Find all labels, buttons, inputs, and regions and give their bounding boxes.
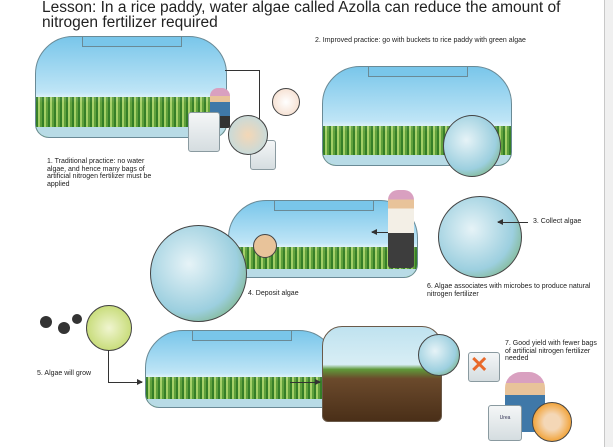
farmer-portrait-circle bbox=[532, 402, 572, 442]
connector-line bbox=[259, 70, 260, 140]
collect-algae-circle bbox=[438, 196, 522, 278]
algae-closeup-circle bbox=[443, 115, 501, 177]
lesson-title: Lesson: In a rice paddy, water algae cal… bbox=[42, 0, 561, 31]
step-2-caption: 2. Improved practice: go with buckets to… bbox=[315, 37, 526, 44]
step-4-caption: 4. Deposit algae bbox=[248, 290, 299, 297]
microbe-icon bbox=[58, 322, 70, 334]
step-1-caption: 1. Traditional practice: no water algae,… bbox=[47, 158, 152, 188]
deposit-algae-circle bbox=[150, 225, 247, 322]
arrow-left bbox=[371, 229, 402, 235]
microbe-icon bbox=[72, 314, 82, 324]
step-7-caption: 7. Good yield with fewer bags of artific… bbox=[505, 340, 597, 362]
fertilizer-worry-icon bbox=[272, 88, 300, 116]
farmer-closeup-circle bbox=[228, 115, 268, 155]
urea-bag-label: Urea bbox=[499, 415, 511, 421]
step-6-caption: 6. Algae associates with microbes to pro… bbox=[427, 283, 591, 298]
step-5-caption: 5. Algae will grow bbox=[37, 370, 92, 377]
fertilizer-bag bbox=[188, 112, 220, 152]
microbe-icon bbox=[40, 316, 52, 328]
arrow-left bbox=[497, 219, 528, 225]
arrow-right bbox=[108, 379, 143, 385]
algae-microbe-circle bbox=[418, 334, 460, 376]
algae-growth-circle bbox=[86, 305, 132, 351]
urea-bag: Urea bbox=[488, 405, 522, 441]
step-3-caption: 3. Collect algae bbox=[533, 218, 582, 225]
scrollbar[interactable] bbox=[604, 0, 613, 447]
arrow-right bbox=[290, 379, 321, 385]
growing-paddy-illustration bbox=[145, 330, 337, 408]
bucket-closeup-circle bbox=[253, 234, 277, 258]
cross-icon: ✕ bbox=[470, 352, 489, 377]
connector-line bbox=[108, 350, 109, 382]
farmer-with-bucket-illustration bbox=[388, 190, 414, 268]
fertilizer-bag-crossed bbox=[468, 352, 500, 382]
connector-line bbox=[225, 70, 259, 71]
